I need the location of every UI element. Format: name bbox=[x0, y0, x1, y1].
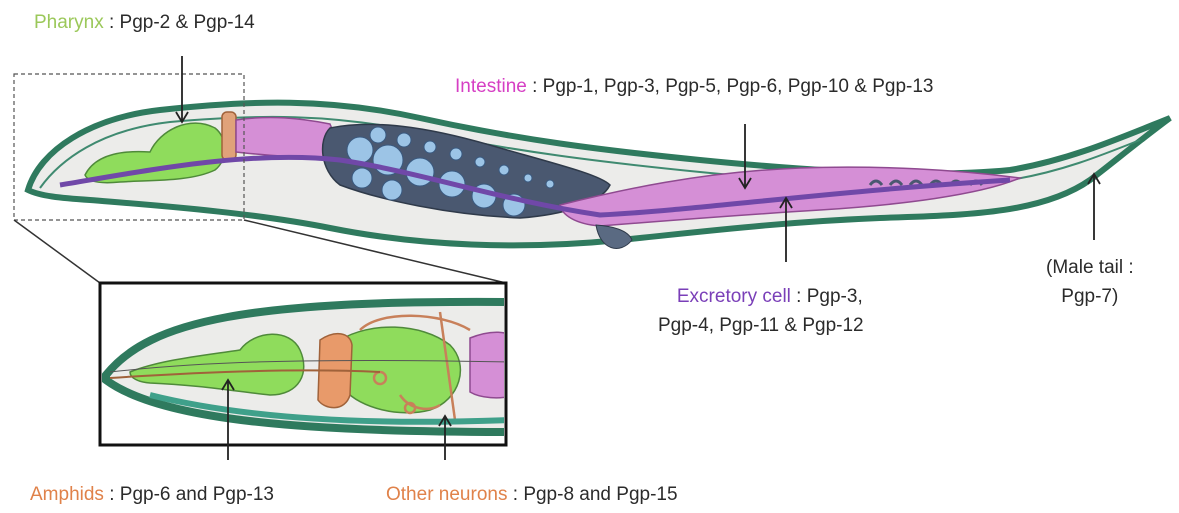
zoom-connector-left bbox=[14, 220, 100, 283]
inset-pharynx-bulb bbox=[340, 327, 460, 413]
tissue-intestine: Intestine bbox=[455, 76, 527, 97]
tissue-other-neurons: Other neurons bbox=[386, 484, 507, 505]
label-pharynx: Pharynx : Pgp-2 & Pgp-14 bbox=[34, 12, 255, 35]
genes-amphids: Pgp-6 and Pgp-13 bbox=[120, 484, 274, 505]
tissue-amphids: Amphids bbox=[30, 484, 104, 505]
inset-intestine bbox=[470, 332, 515, 398]
male-tail-line2: Pgp-7) bbox=[1046, 286, 1134, 309]
genes-intestine: Pgp-1, Pgp-3, Pgp-5, Pgp-6, Pgp-10 & Pgp… bbox=[543, 76, 934, 97]
genes-excretory-1: Pgp-3, bbox=[807, 286, 863, 307]
label-male-tail: (Male tail : Pgp-7) bbox=[1046, 257, 1134, 309]
label-intestine: Intestine : Pgp-1, Pgp-3, Pgp-5, Pgp-6, … bbox=[455, 76, 933, 99]
tissue-excretory: Excretory cell bbox=[677, 286, 791, 307]
tissue-pharynx: Pharynx bbox=[34, 12, 104, 33]
genes-other-neurons: Pgp-8 and Pgp-15 bbox=[523, 484, 677, 505]
genes-excretory-2: Pgp-4, Pgp-11 & Pgp-12 bbox=[658, 315, 864, 338]
nerve-ring bbox=[222, 112, 236, 160]
worm-body bbox=[28, 103, 1170, 249]
label-excretory-cell: Excretory cell : Pgp-3, Pgp-4, Pgp-11 & … bbox=[676, 286, 864, 338]
inset-head bbox=[100, 283, 515, 445]
genes-pharynx: Pgp-2 & Pgp-14 bbox=[120, 12, 255, 33]
male-tail-line1: (Male tail : bbox=[1046, 257, 1134, 278]
label-amphids: Amphids : Pgp-6 and Pgp-13 bbox=[30, 484, 274, 507]
label-other-neurons: Other neurons : Pgp-8 and Pgp-15 bbox=[386, 484, 678, 507]
